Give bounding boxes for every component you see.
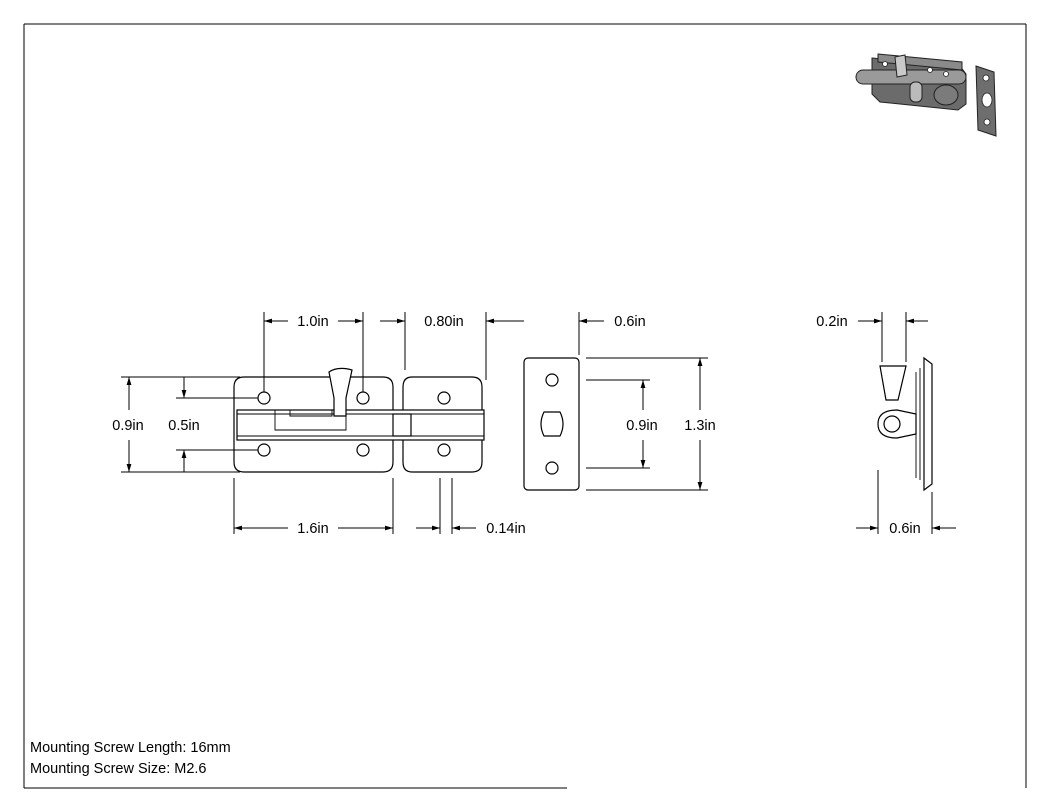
dimension-lines xyxy=(121,312,956,534)
dim-strike-width: 0.6in xyxy=(614,314,645,330)
screw-length-note: Mounting Screw Length: 16mm xyxy=(30,740,231,756)
dim-strike-hole-spacing: 0.9in xyxy=(626,418,657,434)
strike-plate-view xyxy=(523,357,580,491)
dim-top-width: 1.0in xyxy=(297,314,328,330)
dim-side-knob-width: 0.2in xyxy=(816,314,847,330)
dim-bolt-diameter: 0.14in xyxy=(486,521,526,537)
barrel-bolt-3d-preview-icon xyxy=(855,53,997,137)
dim-gap: 0.80in xyxy=(424,314,464,330)
dim-total-height: 0.9in xyxy=(112,418,143,434)
dim-side-depth: 0.6in xyxy=(889,521,920,537)
dim-slot-height: 0.5in xyxy=(168,418,199,434)
mounting-notes: Mounting Screw Length: 16mm Mounting Scr… xyxy=(30,738,231,780)
dim-strike-height: 1.3in xyxy=(684,418,715,434)
dim-overall-length: 1.6in xyxy=(297,521,328,537)
side-view xyxy=(877,356,933,492)
dimension-labels: 1.0in 0.80in 0.6in 0.9in 0.5in 1.6in 0.1… xyxy=(112,314,920,537)
front-view xyxy=(233,367,485,473)
sheet-border xyxy=(23,23,1027,789)
screw-size-note: Mounting Screw Size: M2.6 xyxy=(30,761,207,777)
